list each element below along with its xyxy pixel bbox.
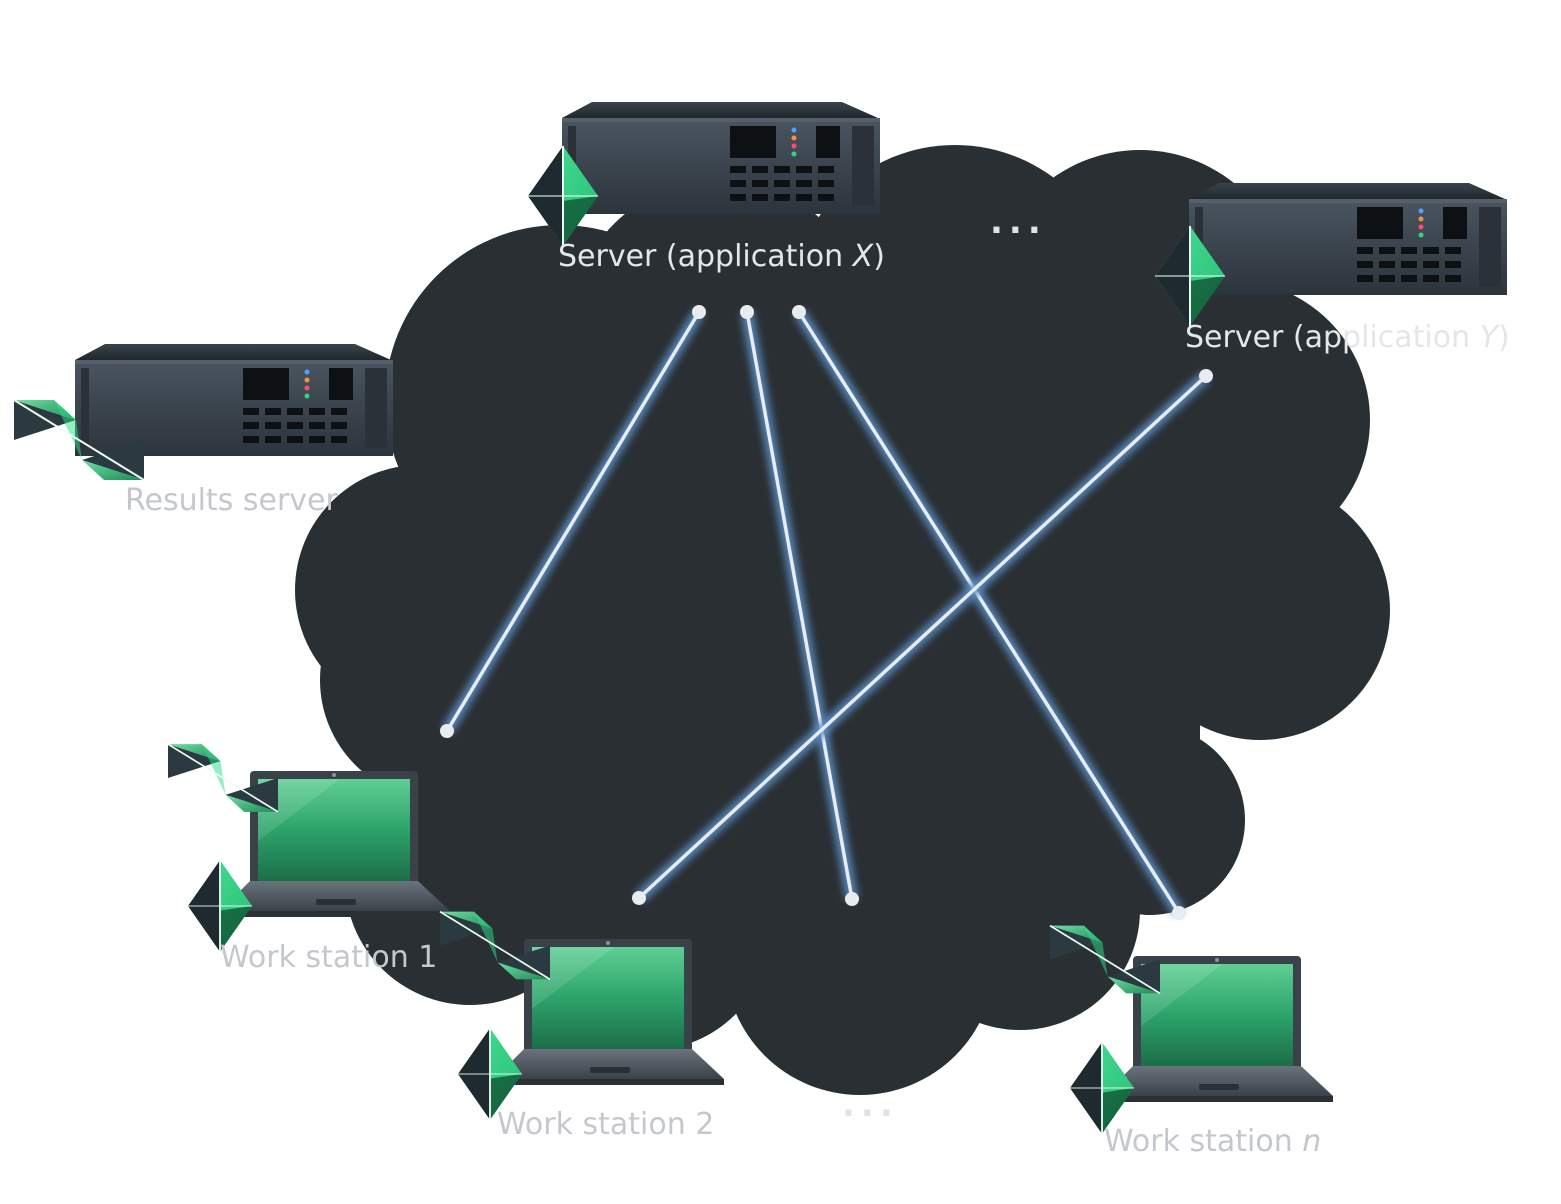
link-serverx-wsn — [792, 305, 1186, 920]
server-y-label-var: Y — [1479, 320, 1498, 355]
ellipsis-bottom: ... — [842, 1085, 899, 1125]
server-x-label: Server (application X) — [558, 242, 885, 272]
crystal-icon — [187, 859, 253, 953]
results-server-node — [13, 344, 393, 481]
ellipsis-top: ... — [990, 202, 1047, 242]
results-server-label: Results server — [125, 483, 338, 518]
link-servery-ws — [632, 369, 1213, 905]
ws2-label: Work station 2 — [497, 1107, 715, 1142]
network-cloud — [295, 145, 1390, 1095]
server-y-label-suffix: ) — [1497, 320, 1510, 355]
crystal-icon — [1069, 1041, 1135, 1135]
link-serverx-ws1 — [440, 305, 706, 738]
server-y-label: Server (application Y) — [1185, 323, 1510, 353]
server-x-label-suffix: ) — [873, 239, 885, 274]
crystal-icon — [457, 1027, 523, 1121]
wsn-label-var: n — [1302, 1124, 1322, 1159]
link-serverx-ws2 — [740, 305, 859, 906]
server-x-label-prefix: Server (application — [558, 239, 853, 274]
wsn-label: Work station n — [1104, 1127, 1321, 1157]
ws1-label: Work station 1 — [220, 940, 438, 975]
wsn-label-prefix: Work station — [1104, 1124, 1303, 1159]
server-x-label-var: X — [852, 239, 874, 274]
links — [440, 305, 1213, 920]
server-y-label-prefix: Server (application — [1185, 320, 1480, 355]
